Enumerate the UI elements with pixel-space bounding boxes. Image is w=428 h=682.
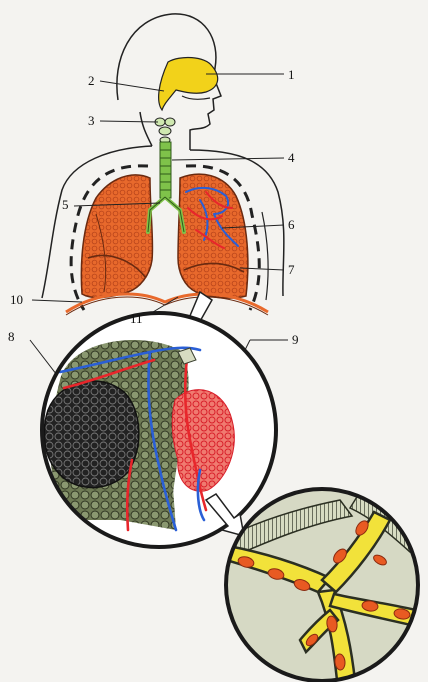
right-lung <box>178 174 248 298</box>
label-9: 9 <box>292 333 299 346</box>
alveoli-magnified <box>42 313 276 547</box>
nasal-cavity <box>159 57 218 110</box>
capillaries-magnified <box>220 488 428 682</box>
label-11: 11 <box>130 312 143 325</box>
label-2: 2 <box>88 74 95 87</box>
left-lung <box>81 175 152 298</box>
label-1: 1 <box>288 68 295 81</box>
label-7: 7 <box>288 263 295 276</box>
label-8: 8 <box>8 330 15 343</box>
label-3: 3 <box>88 114 95 127</box>
label-5: 5 <box>62 198 69 211</box>
label-10: 10 <box>10 293 23 306</box>
label-4: 4 <box>288 151 295 164</box>
label-6: 6 <box>288 218 295 231</box>
